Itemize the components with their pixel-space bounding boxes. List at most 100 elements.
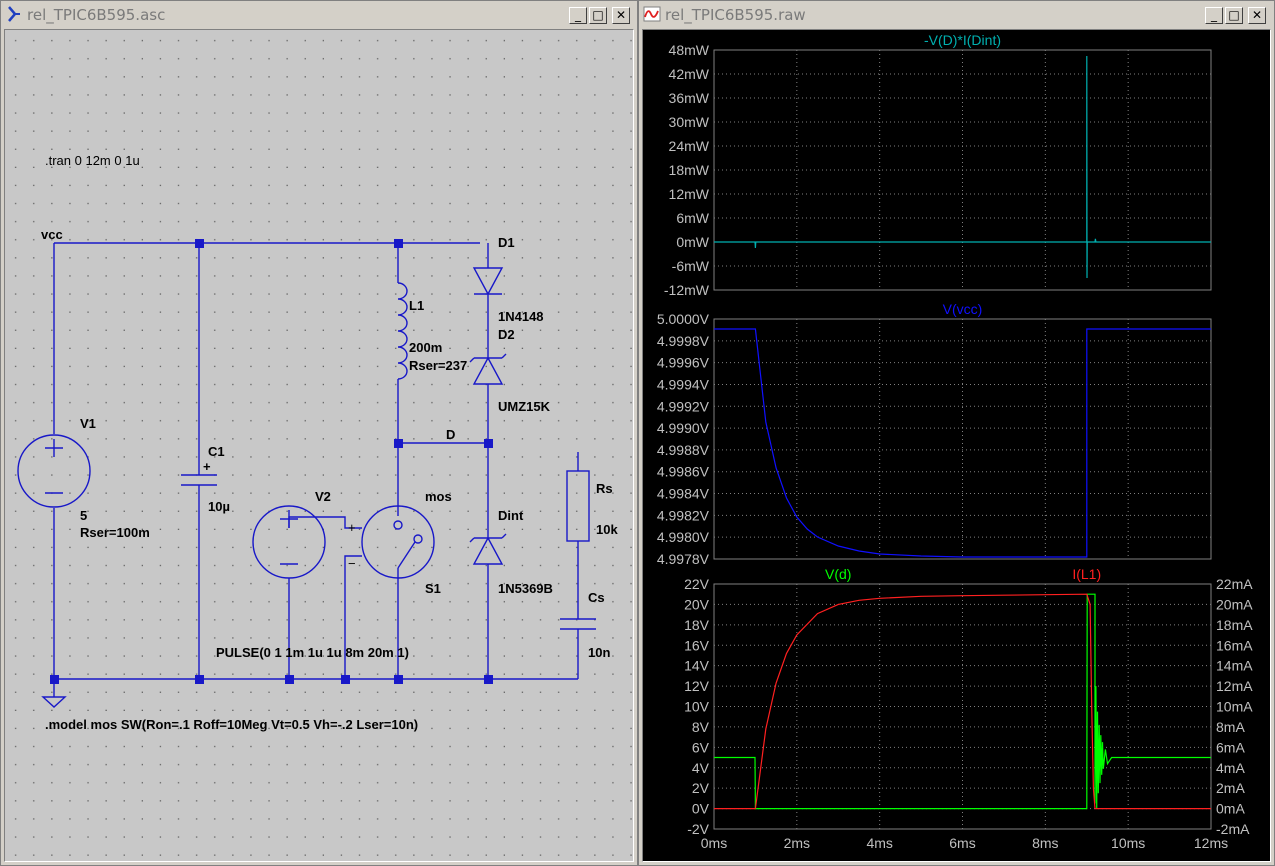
y-tick-label: 10V — [684, 699, 710, 715]
trace-label[interactable]: V(d) — [825, 566, 851, 582]
trace-i-l1-[interactable] — [714, 593, 1211, 810]
y-tick-label: 20V — [684, 596, 710, 612]
y-tick-label: 16V — [684, 637, 710, 653]
x-tick-label: 0ms — [701, 835, 727, 851]
y2-tick-label: 0mA — [1216, 801, 1245, 817]
y-tick-label: 4.9988V — [657, 442, 710, 458]
cs-name[interactable]: Cs — [588, 590, 605, 605]
y2-tick-label: 6mA — [1216, 739, 1245, 755]
v1-rser[interactable]: Rser=100m — [80, 525, 150, 540]
x-tick-label: 10ms — [1111, 835, 1145, 851]
x-tick-label: 8ms — [1032, 835, 1058, 851]
dint-name[interactable]: Dint — [498, 508, 524, 523]
y-tick-label: 4.9984V — [657, 486, 710, 502]
switch-plus: + — [348, 520, 356, 535]
schematic-drawing[interactable]: .tran 0 12m 0 1u vcc D V1 5 Rser=100m C1… — [5, 30, 634, 862]
c1-name[interactable]: C1 — [208, 444, 225, 459]
s1-model[interactable]: mos — [425, 489, 452, 504]
trace-v-d-[interactable] — [714, 593, 1211, 810]
dint-model[interactable]: 1N5369B — [498, 581, 553, 596]
y-tick-label: 5.0000V — [657, 311, 710, 327]
schematic-titlebar[interactable]: rel_TPIC6B595.asc _ □ ✕ — [1, 1, 637, 27]
schematic-window: rel_TPIC6B595.asc _ □ ✕ — [0, 0, 638, 866]
waveform-window: rel_TPIC6B595.raw _ □ ✕ 48mW 42mW 36mW 30mW… — [638, 0, 1275, 866]
tran-directive[interactable]: .tran 0 12m 0 1u — [45, 153, 140, 168]
close-button[interactable]: ✕ — [1248, 7, 1266, 24]
v1-value[interactable]: 5 — [80, 508, 87, 523]
x-tick-label: 4ms — [866, 835, 892, 851]
y-tick-label: 36mW — [669, 90, 710, 106]
y2-tick-label: 16mA — [1216, 637, 1253, 653]
y-tick-label: 4.9994V — [657, 376, 710, 392]
plot-title[interactable]: V(vcc) — [943, 301, 983, 317]
maximize-button[interactable]: □ — [1225, 7, 1243, 24]
y2-tick-label: 12mA — [1216, 678, 1253, 694]
c1-value[interactable]: 10µ — [208, 499, 230, 514]
v1-name[interactable]: V1 — [80, 416, 96, 431]
trace--v-d-i-dint-[interactable] — [714, 55, 1211, 279]
y2-tick-label: 22mA — [1216, 576, 1253, 592]
y-tick-label: 4.9980V — [657, 529, 710, 545]
d1-model[interactable]: 1N4148 — [498, 309, 544, 324]
l1-rser[interactable]: Rser=237 — [409, 358, 467, 373]
y-tick-label: -12mW — [664, 282, 710, 298]
y-tick-label: 30mW — [669, 114, 710, 130]
net-label-d[interactable]: D — [446, 427, 455, 442]
y2-tick-label: 4mA — [1216, 760, 1245, 776]
x-tick-label: 6ms — [949, 835, 975, 851]
plot-pane-1[interactable]: 48mW42mW36mW30mW24mW18mW12mW6mW0mW-6mW-1… — [664, 32, 1212, 298]
y-tick-label: 6mW — [676, 210, 709, 226]
y-tick-label: 42mW — [669, 66, 710, 82]
plot-pane-2[interactable]: 5.0000V4.9998V4.9996V4.9994V4.9992V4.999… — [657, 301, 1212, 567]
ltspice-schematic-icon — [8, 6, 20, 22]
trace-v-vcc-[interactable] — [714, 328, 1211, 558]
rs-name[interactable]: Rs — [596, 481, 613, 496]
maximize-button[interactable]: □ — [589, 7, 607, 24]
switch-minus: − — [348, 556, 356, 571]
y-tick-label: 18V — [684, 617, 710, 633]
y-tick-label: 48mW — [669, 42, 710, 58]
net-label-vcc[interactable]: vcc — [41, 227, 63, 242]
y-tick-label: 18mW — [669, 162, 710, 178]
cs-value[interactable]: 10n — [588, 645, 610, 660]
y2-tick-label: 8mA — [1216, 719, 1245, 735]
d2-model[interactable]: UMZ15K — [498, 399, 551, 414]
y-tick-label: 4.9978V — [657, 551, 710, 567]
y-tick-label: 4V — [692, 760, 710, 776]
plot-title[interactable]: -V(D)*I(Dint) — [924, 32, 1001, 48]
y2-tick-label: -2mA — [1216, 821, 1250, 837]
l1-value[interactable]: 200m — [409, 340, 442, 355]
close-button[interactable]: ✕ — [612, 7, 630, 24]
d1-name[interactable]: D1 — [498, 235, 515, 250]
pulse-spec[interactable]: PULSE(0 1 1m 1u 1u 8m 20m 1) — [216, 645, 409, 660]
x-tick-label: 12ms — [1194, 835, 1228, 851]
y-tick-label: 0mW — [676, 234, 709, 250]
y-tick-label: 8V — [692, 719, 710, 735]
y-tick-label: 12mW — [669, 186, 710, 202]
y2-tick-label: 20mA — [1216, 596, 1253, 612]
v2-name[interactable]: V2 — [315, 489, 331, 504]
s1-name[interactable]: S1 — [425, 581, 441, 596]
waveform-plots[interactable]: 48mW42mW36mW30mW24mW18mW12mW6mW0mW-6mW-1… — [643, 30, 1271, 862]
waveform-titlebar[interactable]: rel_TPIC6B595.raw _ □ ✕ — [639, 1, 1274, 27]
trace-label[interactable]: I(L1) — [1072, 566, 1101, 582]
y-tick-label: 4.9992V — [657, 398, 710, 414]
minimize-button[interactable]: _ — [569, 7, 587, 24]
y-tick-label: 6V — [692, 739, 710, 755]
y-tick-label: 14V — [684, 658, 710, 674]
y-tick-label: 22V — [684, 576, 710, 592]
switch-model-directive[interactable]: .model mos SW(Ron=.1 Roff=10Meg Vt=0.5 V… — [45, 717, 418, 732]
l1-name[interactable]: L1 — [409, 298, 424, 313]
y2-tick-label: 2mA — [1216, 780, 1245, 796]
plot-pane-3[interactable]: 22V20V18V16V14V12V10V8V6V4V2V0V-2V22mA20… — [684, 566, 1253, 851]
c1-plus: + — [203, 459, 211, 474]
y-tick-label: 0V — [692, 801, 710, 817]
y-tick-label: 24mW — [669, 138, 710, 154]
schematic-canvas[interactable]: .tran 0 12m 0 1u vcc D V1 5 Rser=100m C1… — [4, 29, 634, 862]
x-tick-label: 2ms — [784, 835, 810, 851]
d2-name[interactable]: D2 — [498, 327, 515, 342]
minimize-button[interactable]: _ — [1205, 7, 1223, 24]
rs-value[interactable]: 10k — [596, 522, 618, 537]
schematic-title: rel_TPIC6B595.asc — [27, 6, 166, 24]
